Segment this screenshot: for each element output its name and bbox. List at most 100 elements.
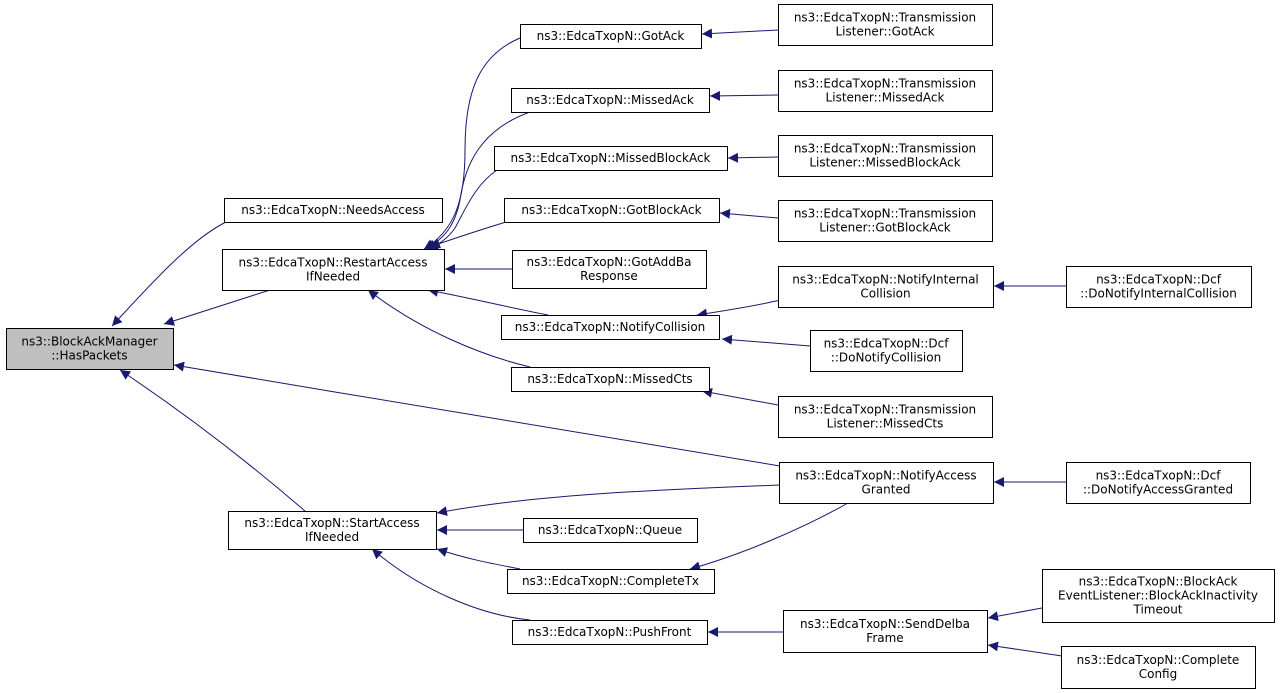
node-completetx[interactable]: ns3::EdcaTxopN::CompleteTx [507,569,715,594]
node-label: Listener::MissedBlockAck [809,156,960,170]
edges-layer [111,28,1066,657]
edge-tl_gotblockack-to-gotblockack [719,208,779,219]
node-box [778,396,993,438]
node-needsaccess[interactable]: ns3::EdcaTxopN::NeedsAccess [224,198,443,223]
node-notifyinternal[interactable]: ns3::EdcaTxopN::NotifyInternalCollision [778,266,994,308]
edge-blockack_listener-to-senddelba [987,607,1043,622]
node-box [504,198,720,223]
node-dcf_granted[interactable]: ns3::EdcaTxopN::Dcf::DoNotifyAccessGrant… [1066,462,1251,504]
edge-notifyaccess-to-root [173,361,781,467]
edge-tl_gotack-to-gotack [701,28,779,39]
edge-line [436,547,521,570]
edge-notifyaccess-to-completetx [689,502,849,572]
edge-line [371,548,531,621]
edge-startaccess-to-root [119,369,306,512]
node-box [1061,646,1256,689]
edge-restartaccess-to-root [163,289,271,326]
node-label: ns3::EdcaTxopN::NotifyAccess [795,469,976,483]
node-gotack[interactable]: ns3::EdcaTxopN::GotAck [520,24,702,49]
node-pushfront[interactable]: ns3::EdcaTxopN::PushFront [512,620,708,645]
node-box [222,249,445,291]
edge-pushfront-to-startaccess [371,548,531,621]
node-label: Response [580,269,638,283]
node-missedcts[interactable]: ns3::EdcaTxopN::MissedCts [511,367,710,392]
node-notifyaccess[interactable]: ns3::EdcaTxopN::NotifyAccessGranted [779,462,994,504]
node-label: ns3::EdcaTxopN::Queue [538,523,682,537]
node-label: ns3::EdcaTxopN::Transmission [794,403,976,417]
node-label: IfNeeded [305,530,359,544]
node-tl_missedcts[interactable]: ns3::EdcaTxopN::TransmissionListener::Mi… [778,396,993,438]
node-box [778,200,993,242]
node-label: ns3::EdcaTxopN::GotBlockAck [521,203,701,217]
node-queue[interactable]: ns3::EdcaTxopN::Queue [523,518,698,543]
node-box [783,610,988,653]
node-box [779,462,994,504]
node-label: ::DoNotifyInternalCollision [1080,287,1237,301]
edge-line [727,152,779,163]
edge-line [689,502,849,572]
node-label: Listener::MissedAck [826,91,945,105]
node-box [6,328,174,370]
node-box [494,146,728,171]
node-notifycollision[interactable]: ns3::EdcaTxopN::NotifyCollision [501,315,720,340]
edge-gotack-to-restartaccess [423,37,521,250]
node-label: ns3::BlockAckManager [21,335,157,349]
edge-needsaccess-to-root [111,221,227,327]
node-dcf_notifycollision[interactable]: ns3::EdcaTxopN::Dcf::DoNotifyCollision [810,330,963,372]
node-blockack_listener[interactable]: ns3::EdcaTxopN::BlockAckEventListener::B… [1042,569,1275,623]
node-label: ns3::EdcaTxopN::Transmission [794,11,976,25]
node-box [512,620,708,645]
edge-completetx-to-startaccess [436,547,521,570]
node-label: ns3::EdcaTxopN::GotAddBa [527,255,692,269]
node-box [512,250,707,289]
edge-tl_missedack-to-missedack [709,90,779,101]
node-label: ns3::EdcaTxopN::GotAck [537,29,685,43]
node-label: ns3::EdcaTxopN::MissedBlockAck [510,151,710,165]
edge-notifycollision-to-restartaccess [427,286,549,316]
edge-line [721,334,811,347]
node-label: Granted [862,483,911,497]
node-label: ns3::EdcaTxopN::RestartAccess [238,256,427,270]
node-missedblockack[interactable]: ns3::EdcaTxopN::MissedBlockAck [494,146,728,171]
node-box [778,266,994,308]
node-box [520,24,702,49]
edge-missedcts-to-restartaccess [367,289,531,368]
edge-line [701,28,779,39]
node-label: IfNeeded [306,270,360,284]
node-label: Timeout [1132,603,1182,617]
node-label: ns3::EdcaTxopN::StartAccess [244,516,419,530]
node-label: ns3::EdcaTxopN::NotifyInternal [792,273,979,287]
edge-line [696,299,781,319]
node-tl_gotack[interactable]: ns3::EdcaTxopN::TransmissionListener::Go… [778,4,993,46]
node-tl_missedack[interactable]: ns3::EdcaTxopN::TransmissionListener::Mi… [778,70,993,112]
edge-line [173,361,781,467]
node-box [810,330,963,372]
node-label: Listener::GotBlockAck [819,221,951,235]
node-label: ns3::EdcaTxopN::NotifyCollision [515,320,706,334]
node-dcf_internal[interactable]: ns3::EdcaTxopN::Dcf::DoNotifyInternalCol… [1066,266,1252,308]
edge-line [427,286,549,316]
node-box [778,70,993,112]
edge-tl_missedcts-to-missedcts [701,387,779,406]
node-label: ns3::EdcaTxopN::Complete [1077,653,1240,667]
node-tl_gotblockack[interactable]: ns3::EdcaTxopN::TransmissionListener::Go… [778,200,993,242]
node-gotblockack[interactable]: ns3::EdcaTxopN::GotBlockAck [504,198,720,223]
edge-line [436,484,781,517]
node-label: ns3::EdcaTxopN::Dcf [1096,273,1222,287]
node-missedack[interactable]: ns3::EdcaTxopN::MissedAck [511,88,710,113]
node-label: Collision [860,287,910,301]
node-root[interactable]: ns3::BlockAckManager::HasPackets [6,328,174,370]
edge-line [701,387,779,406]
node-tl_missedblockack[interactable]: ns3::EdcaTxopN::TransmissionListener::Mi… [778,135,993,177]
edge-line [719,208,779,219]
edge-line [429,221,507,249]
edge-line [367,289,531,368]
edge-completeconfig-to-senddelba [987,641,1063,657]
edge-line [111,221,227,327]
